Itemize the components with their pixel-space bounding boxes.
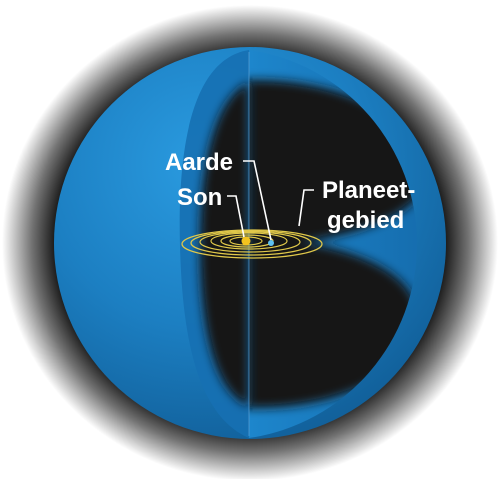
earth-leader-line <box>243 160 272 241</box>
planet-region-label-line1: Planeet- <box>322 177 415 204</box>
planet-region-label-line2: gebied <box>327 207 404 234</box>
sun-label: Son <box>177 184 222 211</box>
sun-dot <box>241 236 251 246</box>
planet-region-leader-line <box>298 189 314 227</box>
sun-leader-line <box>227 195 245 238</box>
inner-cavity <box>249 79 418 409</box>
earth-dot <box>268 240 274 246</box>
earth-label: Aarde <box>165 149 233 176</box>
